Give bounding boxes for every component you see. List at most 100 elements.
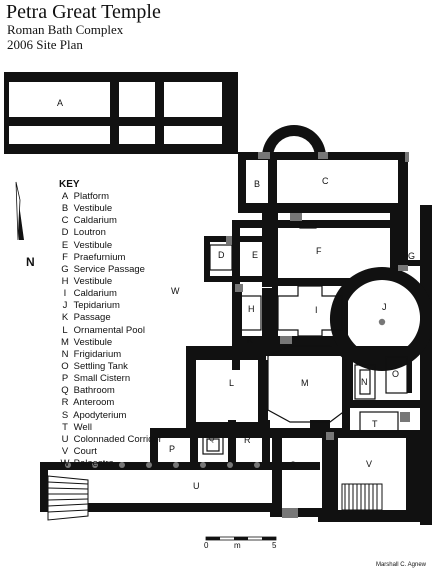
room-label-n: N bbox=[361, 377, 368, 387]
key-item: U Colonnaded Corridor bbox=[59, 434, 162, 446]
key-item: A Platform bbox=[59, 191, 162, 203]
room-label-e: E bbox=[252, 250, 258, 260]
key-item-name: Caldarium bbox=[73, 215, 117, 227]
key-item-letter: M bbox=[61, 336, 69, 348]
key-item-letter: S bbox=[61, 409, 69, 421]
key-item-name: Loutron bbox=[73, 227, 106, 239]
key-item-letter: V bbox=[61, 445, 69, 457]
room-label-f: F bbox=[316, 246, 322, 256]
scale-end-label: 5 bbox=[272, 541, 277, 550]
key-item: V Court bbox=[59, 446, 162, 458]
key-item-name: Apodyterium bbox=[73, 409, 127, 421]
key-item-name: Service Passage bbox=[73, 263, 145, 275]
key-item-letter: L bbox=[62, 324, 68, 336]
key-item-letter: T bbox=[62, 421, 68, 433]
key-item-name: Palaestra bbox=[73, 458, 114, 470]
key-item: F Praefurnium bbox=[59, 252, 162, 264]
key-item-name: Small Cistern bbox=[73, 373, 131, 385]
key-item: T Well bbox=[59, 422, 162, 434]
key-item: B Vestibule bbox=[59, 203, 162, 215]
key-item: L Ornamental Pool bbox=[59, 325, 162, 337]
building-walls bbox=[40, 125, 432, 525]
platform-a bbox=[4, 72, 238, 154]
key-item-name: Anteroom bbox=[73, 397, 115, 409]
key-heading: KEY bbox=[59, 179, 80, 190]
room-label-r: R bbox=[244, 435, 251, 445]
key-item-letter: R bbox=[61, 397, 69, 409]
column-markers bbox=[65, 152, 410, 518]
key-item-letter: U bbox=[61, 433, 69, 445]
scale-unit-label: m bbox=[234, 541, 241, 550]
key-item: D Loutron bbox=[59, 227, 162, 239]
key-item-name: Vestibule bbox=[73, 203, 113, 215]
key-item-name: Vestibule bbox=[73, 239, 113, 251]
key-item: O Settling Tank bbox=[59, 361, 162, 373]
room-label-c: C bbox=[322, 176, 329, 186]
key-item: Q Bathroom bbox=[59, 385, 162, 397]
key-item-name: Vestibule bbox=[73, 336, 113, 348]
scale-bar bbox=[205, 536, 277, 541]
key-item-letter: F bbox=[62, 251, 68, 263]
key-item: K Passage bbox=[59, 312, 162, 324]
key-item-letter: E bbox=[61, 239, 69, 251]
plan-details bbox=[202, 221, 408, 455]
key-item: E Vestibule bbox=[59, 240, 162, 252]
room-label-i: I bbox=[315, 305, 318, 315]
key-item: P Small Cistern bbox=[59, 373, 162, 385]
room-label-u: U bbox=[193, 481, 200, 491]
key-item-letter: B bbox=[61, 203, 69, 215]
room-label-g: G bbox=[408, 251, 415, 261]
scale-start-label: 0 bbox=[204, 541, 209, 550]
key-item: G Service Passage bbox=[59, 264, 162, 276]
key-item-name: Bathroom bbox=[73, 385, 115, 397]
key-item-letter: A bbox=[61, 191, 69, 202]
key-item: M Vestibule bbox=[59, 337, 162, 349]
key-item-letter: N bbox=[61, 348, 69, 360]
key-item-name: Caldarium bbox=[73, 288, 117, 300]
key-item-letter: K bbox=[61, 312, 69, 324]
room-label-k: K bbox=[247, 335, 253, 345]
key-item-letter: J bbox=[62, 300, 68, 312]
key-item-name: Platform bbox=[73, 191, 110, 202]
room-label-a: A bbox=[57, 98, 63, 108]
north-label: N bbox=[26, 255, 35, 269]
room-label-o: O bbox=[392, 369, 399, 379]
key-item-letter: W bbox=[60, 458, 70, 470]
key-item-letter: Q bbox=[61, 385, 69, 397]
key-item-letter: C bbox=[61, 215, 69, 227]
plan-title: Petra Great Temple bbox=[6, 1, 161, 23]
key-item-letter: P bbox=[61, 373, 69, 385]
credit-text: Marshall C. Agnew bbox=[375, 562, 426, 568]
room-label-m: M bbox=[301, 378, 309, 388]
key-item-letter: G bbox=[61, 263, 69, 275]
room-label-p: P bbox=[169, 444, 175, 454]
key-item: N Frigidarium bbox=[59, 349, 162, 361]
room-label-h: H bbox=[248, 304, 255, 314]
key-item: H Vestibule bbox=[59, 276, 162, 288]
key-item-letter: H bbox=[61, 275, 69, 287]
room-label-v: V bbox=[366, 459, 372, 469]
key-item-name: Settling Tank bbox=[73, 360, 128, 372]
key-item: I Caldarium bbox=[59, 288, 162, 300]
room-label-s: S bbox=[290, 460, 296, 470]
key-item-name: Praefurnium bbox=[73, 251, 126, 263]
key-item-name: Court bbox=[73, 445, 97, 457]
stairs bbox=[47, 475, 383, 521]
room-label-b: B bbox=[254, 179, 260, 189]
key-item: W Palaestra bbox=[59, 458, 162, 470]
key-item-name: Passage bbox=[73, 312, 111, 324]
plan-name: 2006 Site Plan bbox=[7, 37, 83, 52]
north-arrow-icon bbox=[15, 181, 24, 241]
key-item-name: Vestibule bbox=[73, 275, 113, 287]
key-item: R Anteroom bbox=[59, 397, 162, 409]
room-label-d: D bbox=[218, 250, 225, 260]
key-item-letter: O bbox=[61, 360, 69, 372]
key-item-name: Frigidarium bbox=[73, 348, 122, 360]
key-item-letter: D bbox=[61, 227, 69, 239]
key-item-name: Ornamental Pool bbox=[73, 324, 145, 336]
key-item-name: Tepidarium bbox=[73, 300, 120, 312]
room-label-w: W bbox=[171, 286, 180, 296]
